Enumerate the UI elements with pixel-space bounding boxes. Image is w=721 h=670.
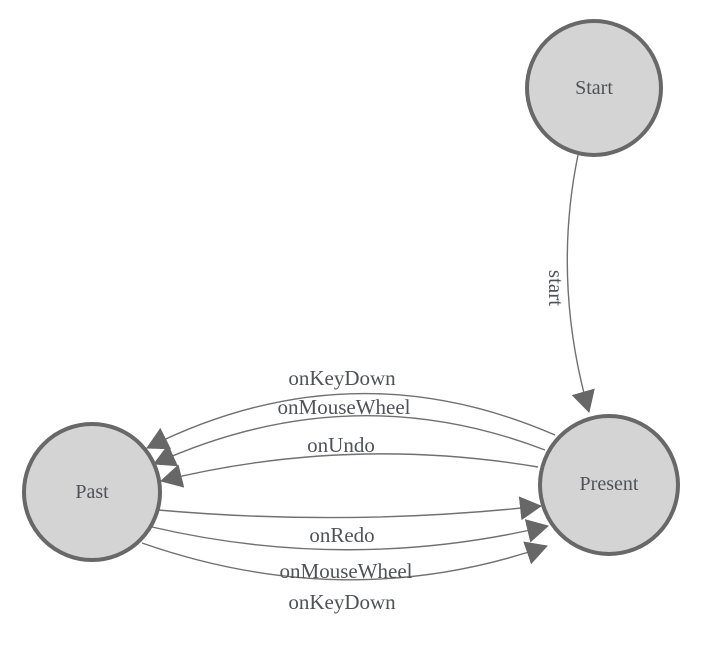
start-node-circle[interactable] <box>525 19 663 157</box>
state-node-start[interactable]: Start <box>525 19 663 157</box>
edge-label-onkeydown-top: onKeyDown <box>288 366 396 390</box>
edge-layer <box>141 154 595 581</box>
edge-label-onundo: onUndo <box>307 433 375 457</box>
edge-label-onkeydown-bottom: onKeyDown <box>288 590 396 614</box>
state-node-present[interactable]: Present <box>538 414 680 556</box>
state-node-past[interactable]: Past <box>22 422 162 562</box>
edge-past-to-present-onredo <box>157 496 542 521</box>
present-node-label: Present <box>580 473 639 495</box>
start-node-label: Start <box>575 77 613 99</box>
edge-present-to-past-onmousewheel <box>153 415 546 467</box>
edge-label-layer: start onKeyDown onMouseWheel onUndo onRe… <box>278 270 568 614</box>
past-node-circle[interactable] <box>22 422 162 562</box>
edge-present-to-past-onkeydown <box>146 392 556 450</box>
present-node-circle[interactable] <box>538 414 680 556</box>
edge-start-to-present <box>566 154 595 413</box>
edge-label-onmousewheel-top: onMouseWheel <box>278 395 411 419</box>
edge-present-to-past-onundo <box>160 453 539 488</box>
node-layer: Start Past Present <box>22 19 680 562</box>
edge-label-start: start <box>544 270 568 306</box>
edge-label-onredo: onRedo <box>309 523 374 547</box>
edge-label-onmousewheel-bottom: onMouseWheel <box>280 559 413 583</box>
edge-past-to-present-onkeydown <box>141 541 548 581</box>
past-node-label: Past <box>75 481 109 503</box>
edge-past-to-present-onmousewheel <box>151 519 549 551</box>
